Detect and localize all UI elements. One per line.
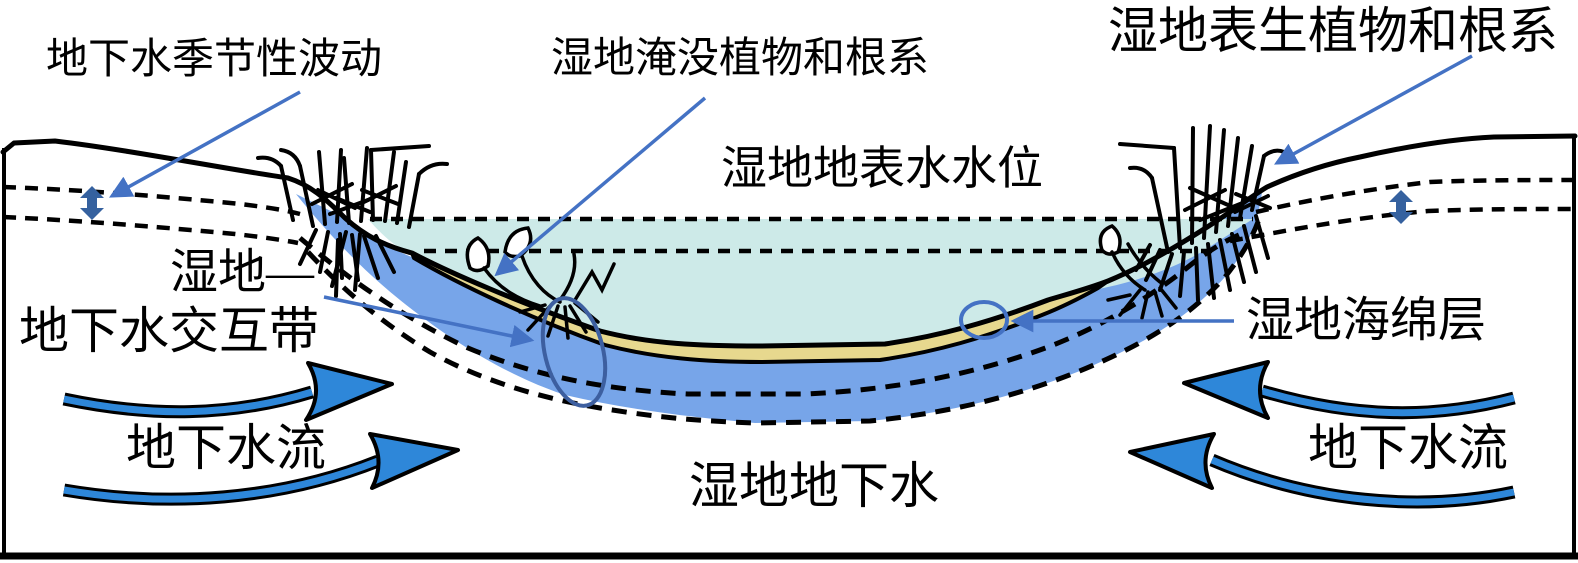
fluctuation-range-arrow-right <box>1389 190 1413 224</box>
water-table-lines <box>2 177 1576 426</box>
flow-arrow-right-upper <box>1182 360 1516 420</box>
leaf <box>1098 224 1122 256</box>
water-table-right-lower-dashed <box>1229 206 1576 244</box>
label-interaction-zone-line1: 湿地— <box>170 246 315 299</box>
right-submerged-plant <box>1098 224 1178 320</box>
terrain-outline <box>0 133 1578 349</box>
groundwater-area <box>296 192 1262 423</box>
flow-arrow-left-upper <box>62 361 394 422</box>
label-surface-water-level: 湿地地表水水位 <box>721 143 1043 194</box>
flow-arrow-left-lower <box>62 432 460 506</box>
leader-epigeic-arrow <box>1274 54 1473 165</box>
label-groundwater-fluctuation: 地下水季节性波动 <box>46 37 382 83</box>
fluctuation-range-arrows <box>80 186 1413 224</box>
water-table-right-upper-dashed <box>1255 177 1576 215</box>
label-epigeic-plants: 湿地表生植物和根系 <box>1108 3 1558 59</box>
diagram-labels: 地下水季节性波动 湿地淹没植物和根系 湿地表生植物和根系 湿地地表水水位 湿地—… <box>19 3 1558 514</box>
leader-interaction-arrow <box>323 295 535 348</box>
leaf <box>465 235 491 273</box>
flow-arrow-right-lower <box>1128 432 1516 509</box>
label-wetland-groundwater: 湿地地下水 <box>689 458 939 514</box>
label-flow-left: 地下水流 <box>126 420 326 476</box>
label-interaction-zone-line2: 地下水交互带 <box>19 303 319 359</box>
left-bank-plants <box>256 144 449 298</box>
interaction-zone-ellipse <box>540 296 608 408</box>
interaction-zone-inner-dashed-curve <box>298 229 1247 397</box>
groundwater-flow-arrows <box>62 360 1516 509</box>
sponge-layer-callout-circle <box>959 300 1009 340</box>
water-table-left-upper-dashed <box>2 184 301 217</box>
label-submerged-plants: 湿地淹没植物和根系 <box>551 36 929 82</box>
interaction-zone-outer-dashed-curve <box>306 215 1263 426</box>
right-bank-plants <box>1118 124 1286 302</box>
label-flow-right: 地下水流 <box>1308 420 1508 476</box>
fluctuation-range-arrow-left <box>80 186 104 220</box>
label-sponge-layer: 湿地海绵层 <box>1246 294 1486 347</box>
section-frame <box>0 137 1578 560</box>
ground-layers <box>296 192 1262 423</box>
leader-fluctuation-arrow <box>109 90 301 198</box>
label-leader-arrows <box>109 54 1473 348</box>
water-table-left-lower-dashed <box>2 214 299 246</box>
leader-submerged-arrow <box>494 96 707 277</box>
